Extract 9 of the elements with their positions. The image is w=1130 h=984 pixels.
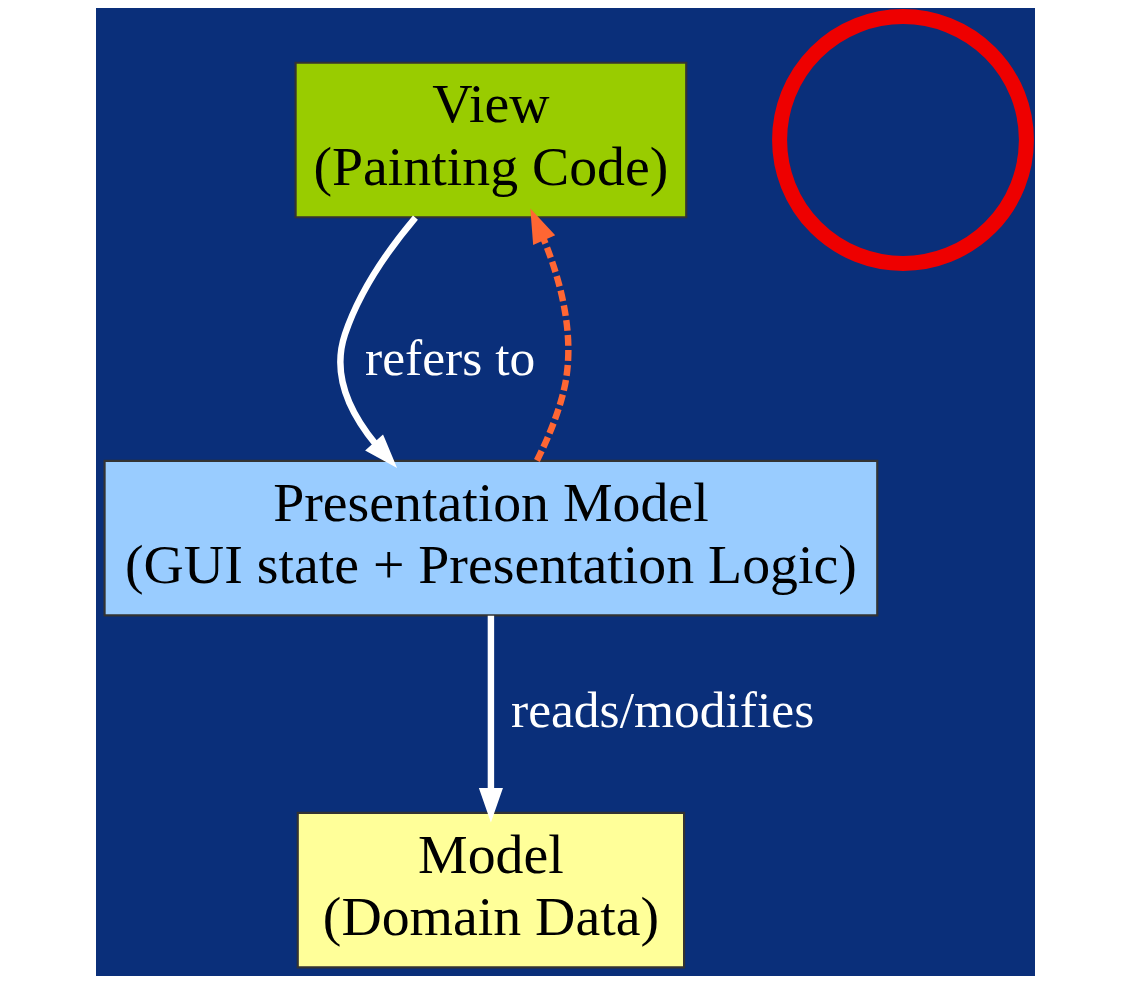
node-box: View (Painting Code) bbox=[294, 61, 687, 219]
arrow bbox=[336, 215, 418, 469]
edge-label: reads/modifies bbox=[510, 681, 814, 739]
arrow bbox=[529, 208, 572, 462]
edge-label: refers to bbox=[364, 329, 535, 387]
arrow bbox=[478, 615, 503, 823]
node-circle bbox=[771, 9, 1034, 271]
node-box: Presentation Model (GUI state + Presentation Logic) bbox=[103, 459, 878, 617]
node-box: Model (Domain Data) bbox=[296, 811, 685, 969]
